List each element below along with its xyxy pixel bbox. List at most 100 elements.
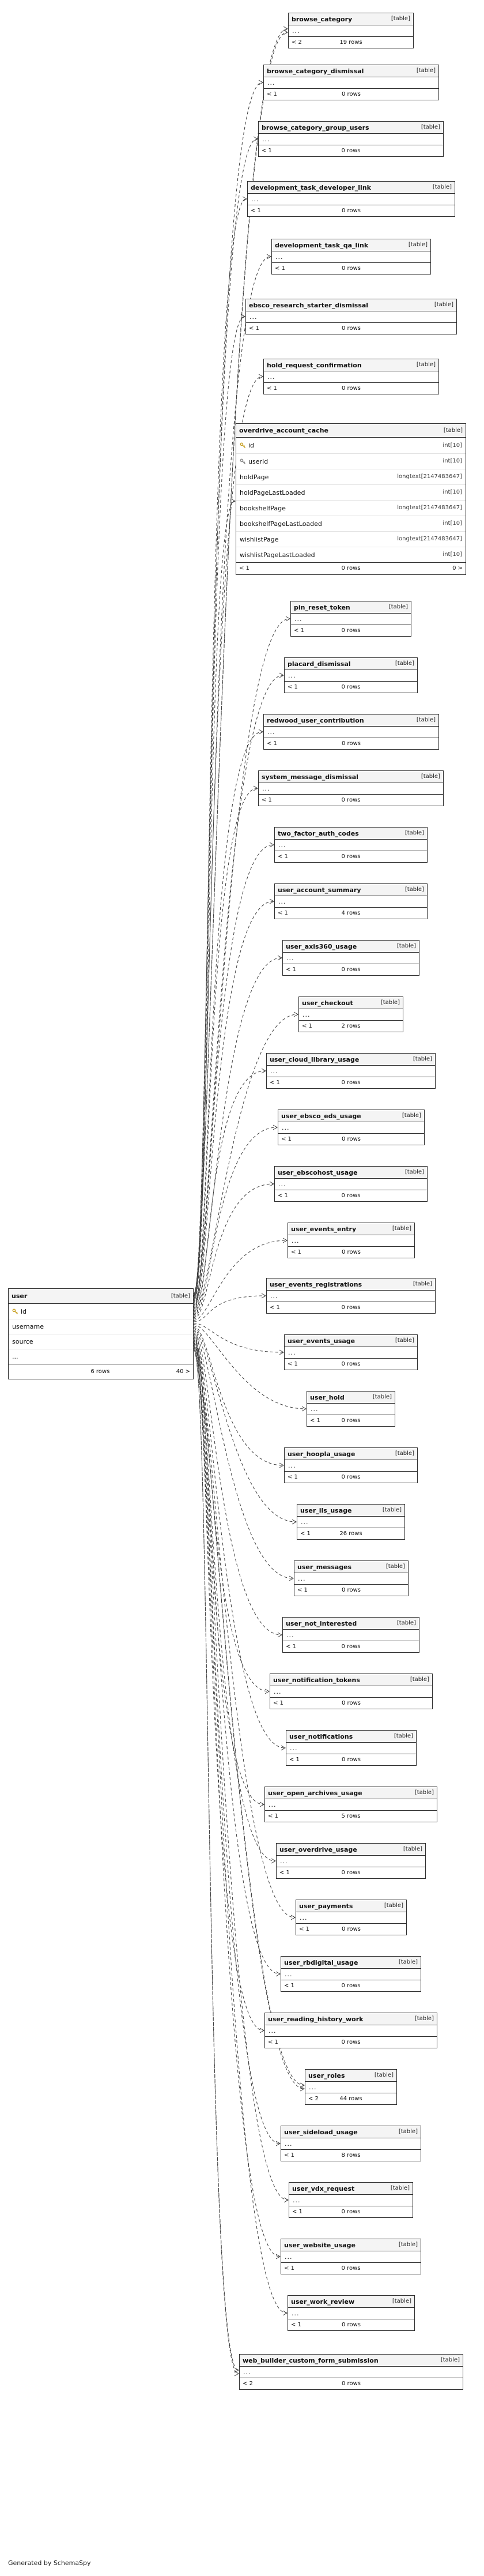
table-name: user_messages: [297, 1563, 352, 1571]
table-header: user_rbdigital_usage[table]: [281, 1957, 421, 1969]
table-node-web_builder_custom_form_submission[interactable]: web_builder_custom_form_submission[table…: [239, 2354, 463, 2390]
degree-left-label: < 1: [251, 207, 261, 214]
relationship-arrowhead-icon: [253, 785, 259, 791]
table-node-development_task_developer_link[interactable]: development_task_developer_link[table]..…: [247, 181, 455, 217]
column-type: int[10]: [443, 551, 462, 558]
row-count-label: 0 rows: [341, 966, 361, 973]
table-header: user_notifications[table]: [286, 1731, 416, 1743]
table-header: user_hold[table]: [307, 1392, 395, 1404]
table-type-label: [table]: [413, 1056, 432, 1062]
relationship-link-user-to-user_axis360_usage: [193, 957, 282, 1314]
table-type-label: [table]: [416, 362, 436, 368]
relationship-arrowhead-icon: [234, 2367, 240, 2373]
table-name: user: [12, 1292, 28, 1300]
collapsed-columns-indicator: ...: [270, 1292, 278, 1300]
row-count-label: 0 rows: [342, 2321, 361, 2328]
table-header: user_overdrive_usage[table]: [277, 1844, 425, 1856]
column-name: holdPage: [240, 473, 269, 481]
collapsed-columns-indicator: ...: [278, 898, 286, 905]
degree-left-label: < 1: [291, 2321, 301, 2328]
table-name: redwood_user_contribution: [267, 716, 364, 724]
degree-left-label: < 1: [281, 1135, 292, 1142]
row-count-label: 0 rows: [341, 853, 361, 860]
relationship-arrowhead-icon: [275, 1971, 281, 1977]
column-name: wishlistPage: [240, 535, 279, 543]
collapsed-columns-indicator: ...: [288, 1349, 296, 1356]
collapsed-columns-indicator: ...: [267, 373, 275, 381]
row-count-label: 0 rows: [341, 1304, 361, 1311]
table-type-label: [table]: [398, 2129, 418, 2135]
degree-left-label: < 1: [267, 385, 277, 392]
row-count-label: 44 rows: [339, 2095, 362, 2102]
table-type-label: [table]: [416, 717, 436, 723]
relationship-arrowhead-icon: [293, 1011, 299, 1017]
table-header: user_account_summary[table]: [275, 884, 427, 896]
relationship-link-user-to-user_messages: [193, 1328, 293, 1579]
collapsed-columns-indicator: ...: [243, 2368, 251, 2376]
collapsed-columns-indicator: ...: [311, 1405, 319, 1413]
relationship-arrowhead-icon: [277, 1632, 283, 1638]
relationship-link-user-to-user_hoopla_usage: [193, 1325, 283, 1466]
row-count-label: 0 rows: [341, 796, 361, 803]
table-name: user_notifications: [289, 1732, 353, 1740]
row-count-label: 0 rows: [341, 1869, 361, 1876]
table-name: browse_category_group_users: [262, 123, 369, 131]
relationship-link-user-to-user_not_interested: [193, 1329, 282, 1635]
relationship-arrowhead-icon: [261, 1068, 267, 1074]
table-node-ebsco_research_starter_dismissal[interactable]: ebsco_research_starter_dismissal[table].…: [245, 299, 457, 334]
degree-left-label: < 1: [270, 1079, 280, 1086]
table-node-browse_category_group_users[interactable]: browse_category_group_users[table]...< 1…: [258, 121, 444, 157]
degree-left-label: < 1: [302, 1022, 312, 1029]
row-count-label: 4 rows: [341, 909, 361, 916]
table-name: development_task_developer_link: [251, 183, 371, 191]
degree-left-label: < 1: [275, 265, 285, 272]
table-header: user_open_archives_usage[table]: [265, 1787, 437, 1799]
relationship-arrowhead-icon: [266, 254, 272, 260]
